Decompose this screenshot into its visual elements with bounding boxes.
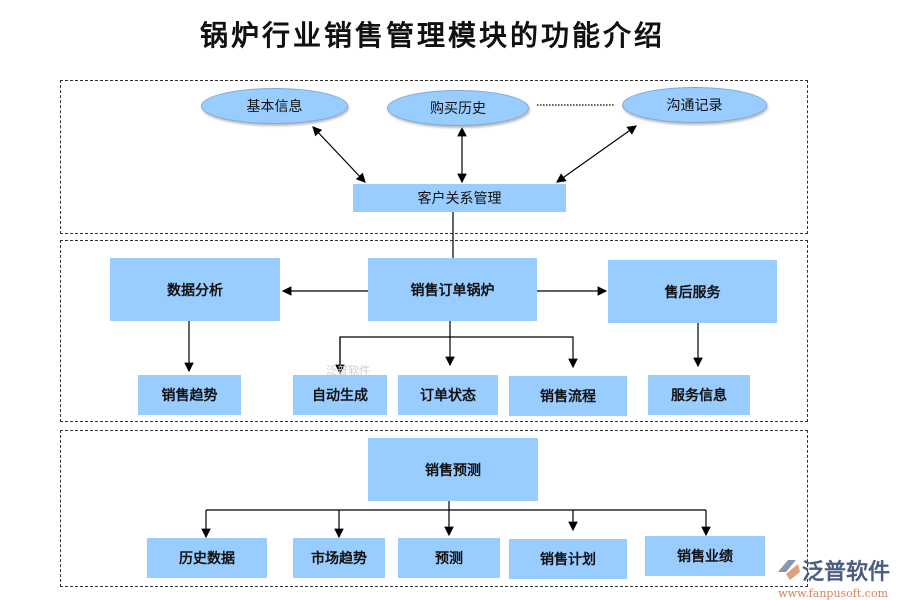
node-forecast: 预测	[398, 538, 500, 578]
node-service-info: 服务信息	[648, 375, 750, 415]
node-communication-record: 沟通记录	[622, 87, 767, 123]
node-sales-plan: 销售计划	[509, 539, 627, 579]
logo-icon	[777, 560, 800, 580]
logo-url: www.fanpusoft.com	[778, 587, 888, 600]
node-sales-forecast: 销售预测	[368, 438, 538, 501]
watermark: 泛普软件	[326, 364, 370, 377]
node-sales-order: 销售订单锅炉	[368, 258, 537, 321]
node-order-status: 订单状态	[398, 375, 498, 415]
node-basic-info: 基本信息	[201, 88, 348, 124]
node-sales-performance: 销售业绩	[645, 536, 765, 576]
node-purchase-history: 购买历史	[387, 90, 529, 126]
node-auto-generate: 自动生成	[293, 375, 387, 415]
node-data-analysis: 数据分析	[110, 258, 280, 321]
brand-logo: 泛普软件	[776, 554, 890, 586]
node-market-trend: 市场趋势	[293, 538, 385, 578]
forecast-section	[60, 430, 808, 587]
page-title: 锅炉行业销售管理模块的功能介绍	[199, 19, 665, 52]
sales-section	[60, 240, 808, 422]
crm-section	[60, 80, 808, 234]
node-history-data: 历史数据	[147, 538, 267, 578]
node-crm: 客户关系管理	[353, 184, 566, 212]
node-sales-process: 销售流程	[509, 376, 627, 416]
node-after-sales: 售后服务	[608, 260, 777, 323]
node-sales-trend: 销售趋势	[138, 375, 241, 415]
